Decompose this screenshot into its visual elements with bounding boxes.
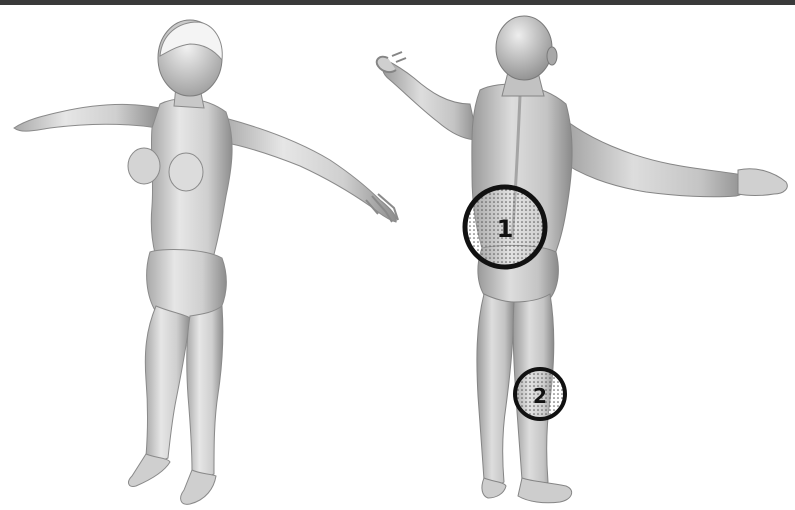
- male-left-arm: [383, 60, 478, 140]
- marker-1: 1: [465, 187, 545, 267]
- female-right-leg: [187, 306, 223, 477]
- female-chest-left: [128, 148, 160, 184]
- marker-1-label: 1: [497, 215, 514, 243]
- marker-2-label: 2: [533, 384, 547, 408]
- female-right-foot: [181, 470, 216, 504]
- female-left-leg: [145, 306, 190, 461]
- male-left-leg: [477, 294, 514, 486]
- female-chest-right: [169, 153, 203, 191]
- female-right-arm: [222, 118, 396, 222]
- marker-2: 2: [515, 369, 565, 419]
- male-head: [496, 16, 552, 80]
- female-left-foot: [129, 454, 170, 486]
- male-right-arm: [556, 116, 749, 197]
- female-figure: [14, 20, 398, 504]
- female-left-arm: [14, 105, 160, 132]
- male-figure: [377, 16, 788, 503]
- male-right-hand: [738, 169, 787, 196]
- male-ear: [547, 47, 557, 65]
